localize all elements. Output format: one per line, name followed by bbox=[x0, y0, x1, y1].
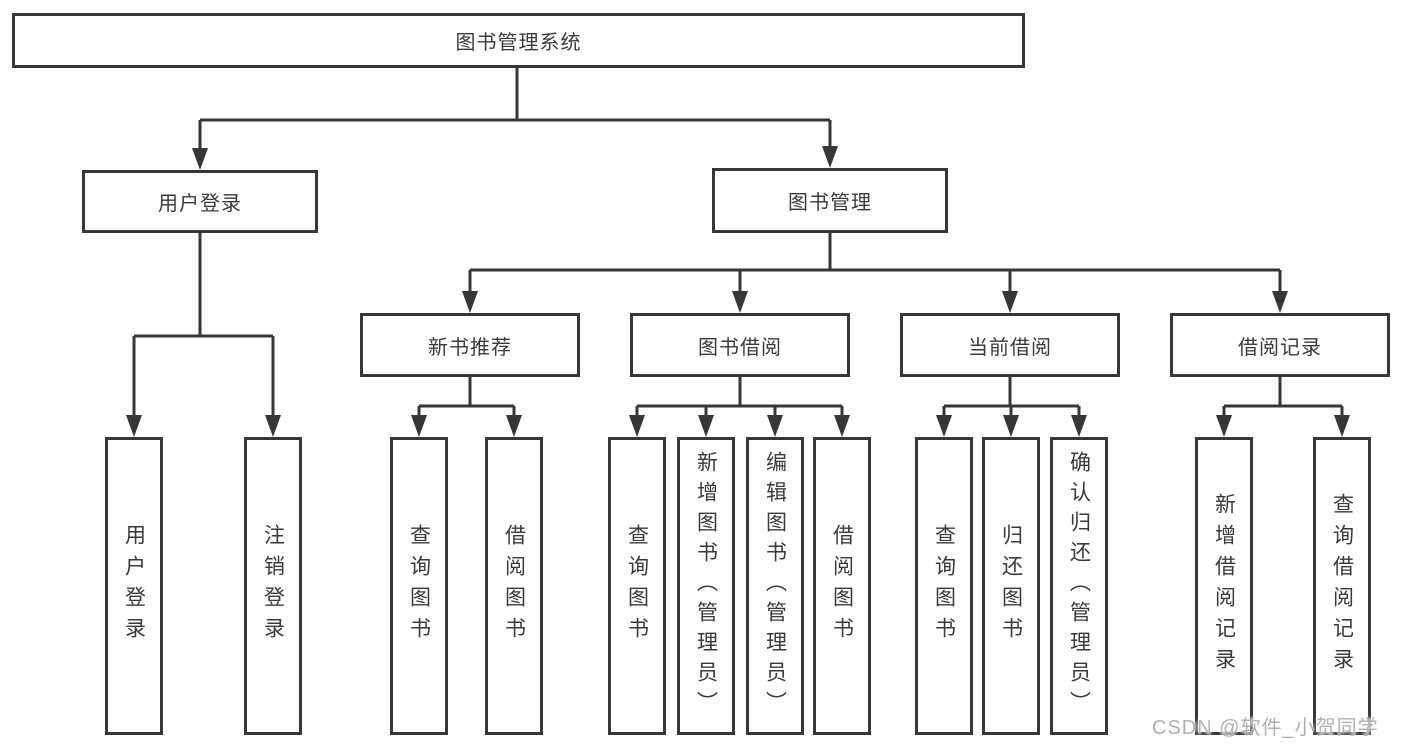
arrow-down-icon bbox=[1071, 415, 1087, 437]
node-leaf-logout: 注销登录 bbox=[244, 437, 302, 735]
node-library-management-system: 图书管理系统 bbox=[12, 13, 1025, 68]
node-leaf-borrowing-query-books: 查询图书 bbox=[608, 437, 666, 735]
node-label: 借阅记录 bbox=[1238, 336, 1322, 359]
node-label: 当前借阅 bbox=[968, 336, 1052, 359]
node-label: 新书推荐 bbox=[428, 336, 512, 359]
node-leaf-borrowing-borrow-books: 借阅图书 bbox=[813, 437, 871, 735]
node-user-login: 用户登录 bbox=[82, 170, 318, 233]
node-label: 确认归还（管理员） bbox=[1067, 451, 1091, 721]
node-book-management: 图书管理 bbox=[712, 168, 948, 233]
arrow-down-icon bbox=[265, 415, 281, 437]
arrow-down-icon bbox=[732, 291, 748, 313]
csdn-watermark: CSDN @软件_小贺同学 bbox=[1152, 717, 1379, 739]
connector-path bbox=[132, 68, 1344, 419]
connector-paths bbox=[132, 68, 1344, 419]
node-label: 借阅图书 bbox=[502, 524, 526, 648]
arrow-down-icon bbox=[767, 415, 783, 437]
arrowheads bbox=[126, 146, 1350, 437]
node-label: 查询借阅记录 bbox=[1330, 493, 1354, 679]
node-label: 图书管理 bbox=[788, 192, 872, 214]
node-label: 归还图书 bbox=[999, 524, 1023, 648]
arrow-down-icon bbox=[192, 148, 208, 170]
node-label: 图书管理系统 bbox=[455, 32, 582, 54]
node-borrowing-records: 借阅记录 bbox=[1170, 313, 1390, 377]
arrow-down-icon bbox=[1272, 291, 1288, 313]
node-leaf-current-return-books: 归还图书 bbox=[982, 437, 1040, 735]
node-leaf-recommend-borrow-books: 借阅图书 bbox=[485, 437, 543, 735]
arrow-down-icon bbox=[126, 415, 142, 437]
node-leaf-recommend-query-books: 查询图书 bbox=[390, 437, 448, 735]
node-label: 查询图书 bbox=[625, 524, 649, 648]
node-label: 注销登录 bbox=[261, 524, 285, 648]
arrow-down-icon bbox=[629, 415, 645, 437]
node-label: 新增借阅记录 bbox=[1212, 493, 1236, 679]
arrow-down-icon bbox=[822, 146, 838, 168]
node-leaf-records-add-record: 新增借阅记录 bbox=[1195, 437, 1253, 735]
arrow-down-icon bbox=[1003, 415, 1019, 437]
arrow-down-icon bbox=[834, 415, 850, 437]
node-leaf-records-query-record: 查询借阅记录 bbox=[1313, 437, 1371, 735]
arrow-down-icon bbox=[698, 415, 714, 437]
node-leaf-borrowing-add-books-admin: 新增图书（管理员） bbox=[677, 437, 735, 735]
node-label: 查询图书 bbox=[407, 524, 431, 648]
node-leaf-current-confirm-return-admin: 确认归还（管理员） bbox=[1050, 437, 1108, 735]
arrow-down-icon bbox=[411, 415, 427, 437]
arrow-down-icon bbox=[1334, 415, 1350, 437]
node-new-book-recommendation: 新书推荐 bbox=[360, 313, 580, 377]
arrow-down-icon bbox=[1002, 291, 1018, 313]
arrow-down-icon bbox=[462, 291, 478, 313]
node-leaf-current-query-books: 查询图书 bbox=[915, 437, 973, 735]
node-label: 编辑图书（管理员） bbox=[763, 451, 787, 721]
node-current-borrowing: 当前借阅 bbox=[900, 313, 1120, 377]
node-label: 借阅图书 bbox=[830, 524, 854, 648]
arrow-down-icon bbox=[936, 415, 952, 437]
arrow-down-icon bbox=[506, 415, 522, 437]
node-leaf-user-login: 用户登录 bbox=[105, 437, 163, 735]
node-leaf-borrowing-edit-books-admin: 编辑图书（管理员） bbox=[746, 437, 804, 735]
arrow-down-icon bbox=[1216, 415, 1232, 437]
node-label: 查询图书 bbox=[932, 524, 956, 648]
node-book-borrowing: 图书借阅 bbox=[630, 313, 850, 377]
node-label: 新增图书（管理员） bbox=[694, 451, 718, 721]
node-label: 用户登录 bbox=[158, 193, 242, 215]
node-label: 用户登录 bbox=[122, 524, 146, 648]
node-label: 图书借阅 bbox=[698, 336, 782, 359]
